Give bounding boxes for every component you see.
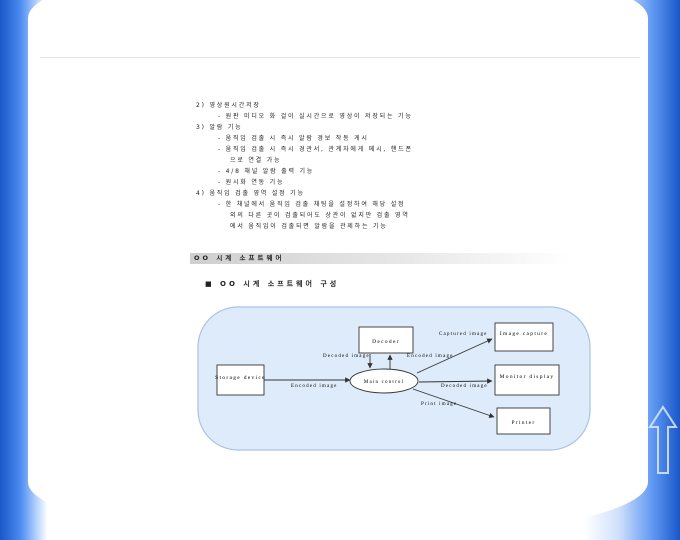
subheading: ■ OO 시계 소프트웨어 구성: [205, 280, 340, 288]
edge-label-captured: Captured image: [439, 332, 488, 337]
section-title: OO 시계 소프트웨어: [190, 253, 570, 264]
edge-label-encoded-down: Encoded image: [407, 354, 454, 359]
edge-label-print: Print image: [421, 402, 457, 407]
edge-label-decoded-up: Decoded image: [323, 354, 370, 359]
up-arrow-icon: [648, 405, 678, 474]
text-line: 에서 움직임이 검출되면 알람을 관제하는 기능: [230, 223, 388, 230]
node-capture-box: [494, 322, 554, 352]
text-line: - 원판 미디오 화 걸이 실시간으로 영상이 저장되는 기능: [218, 113, 413, 120]
text-line: 4) 움직임 검출 영역 설정 기능: [196, 190, 305, 197]
edge-main-monitor: [418, 378, 493, 384]
text-line: - 4/8 채널 알람 출력 기능: [218, 168, 315, 175]
node-storage-box: [216, 364, 265, 396]
text-line: 3) 알람 기능: [196, 124, 243, 131]
node-storage-label: Storage device: [215, 375, 266, 381]
node-monitor-box: [494, 364, 560, 396]
slide-frame: [28, 0, 648, 540]
node-printer-label: Printer: [511, 420, 535, 426]
system-diagram: Storage device Decoder Main control Imag…: [197, 306, 591, 451]
edge-main-capture: [416, 338, 493, 374]
text-line: - 움직임 검출 시 즉시 경관서, 관계자에게 메시, 핸드폰: [218, 146, 413, 153]
edge-label-decoded-out: Decoded image: [441, 384, 488, 389]
text-line: 으로 연결 가능: [230, 157, 282, 164]
edge-label-encoded-in: Encoded image: [291, 384, 338, 389]
node-main-control: [349, 368, 419, 394]
text-line: 2) 영상원시간저장: [196, 102, 261, 109]
text-line: - 움직임 검출 시 즉시 알람 경보 작동 게시: [218, 135, 369, 142]
node-printer-box: [496, 407, 551, 435]
text-line: - 한 채널에서 움직임 검출 채팅을 설정하여 해당 설정: [218, 201, 406, 208]
text-line: - 원시화 연동 기능: [218, 179, 285, 186]
text-line: 외의 다른 곳이 검출되어도 상관이 없지만 검출 영역: [230, 212, 410, 219]
node-capture-label: Image capture: [500, 331, 548, 337]
edge-main-printer: [412, 388, 495, 418]
node-main-label: Main control: [364, 380, 404, 385]
node-monitor-label: Monitor display: [500, 374, 555, 380]
title-divider: [40, 57, 640, 58]
node-decoder-box: [358, 326, 414, 354]
node-decoder-label: Decoder: [372, 339, 400, 345]
body-text: 2) 영상원시간저장 - 원판 미디오 화 걸이 실시간으로 영상이 저장되는 …: [196, 100, 556, 232]
